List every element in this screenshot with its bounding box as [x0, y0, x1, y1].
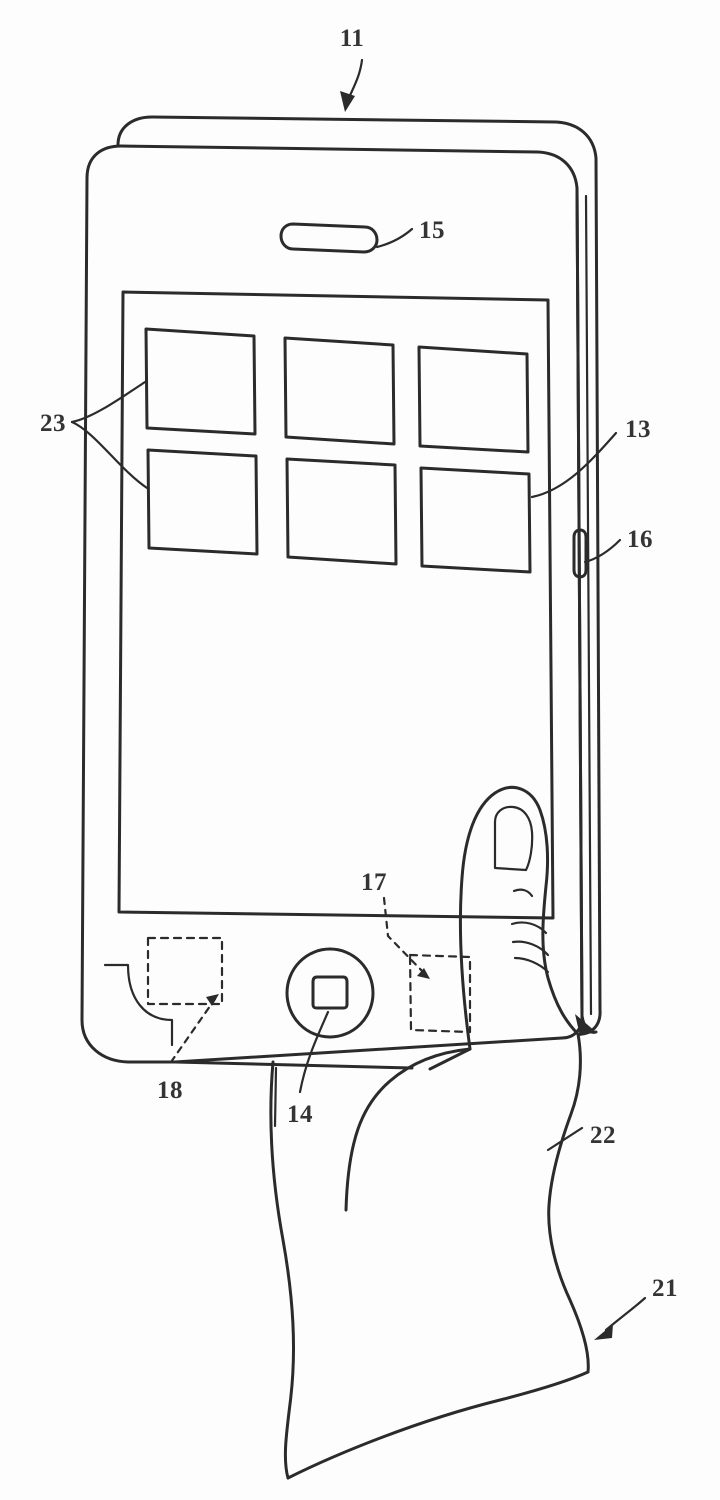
hand-group: [269, 785, 590, 1480]
ref-13-group: 13: [530, 416, 651, 499]
ref-17-label: 17: [361, 869, 387, 896]
thumb-nail: [493, 805, 534, 872]
device-front-outline: [85, 144, 584, 1064]
hidden-region-left-group: [146, 936, 224, 1064]
device-outer-edge: [116, 115, 602, 1036]
hidden-region-left-leader: [169, 997, 217, 1064]
ref-21-arrowhead: [594, 1324, 613, 1340]
icon-grid: [144, 327, 532, 574]
ref-11-label: 11: [340, 25, 365, 52]
ref-23-leader-upper: [70, 380, 147, 424]
ref-23-group: 23: [40, 380, 149, 490]
hand-left-contour: [269, 1060, 295, 1480]
icon-r1c3[interactable]: [417, 345, 530, 454]
hidden-region-right-leader: [382, 896, 427, 976]
side-button-icon[interactable]: [572, 528, 588, 579]
device-right-side-inner-line: [584, 194, 593, 1016]
ref-15-leader: [375, 227, 414, 249]
ref-14-leader: [298, 1010, 330, 1094]
hidden-region-left-rect: [146, 936, 224, 1006]
hidden-region-right-arrowhead: [417, 968, 430, 979]
side-button-group: [572, 528, 588, 579]
hand-wrist-nub: [273, 1066, 278, 1128]
device-left-edge: [80, 176, 89, 1022]
ref-22-label: 22: [590, 1122, 616, 1149]
ref-15-group: 15: [375, 217, 445, 249]
ref-18-group: 18: [157, 1077, 183, 1104]
home-button-square-icon: [311, 975, 349, 1010]
ref-16-label: 16: [627, 526, 653, 553]
device-body-group: [80, 115, 602, 1071]
ref-17-group: 17: [361, 869, 387, 896]
hand-bottom-contour: [286, 1370, 590, 1480]
ref-14-group: 14: [287, 1010, 330, 1128]
ref-22-group: 22: [546, 1122, 616, 1152]
hand-right-contour: [547, 1032, 590, 1374]
icon-r2c3[interactable]: [419, 466, 532, 574]
ref-14-label: 14: [287, 1101, 313, 1128]
device-bottom-edge-right: [428, 1047, 472, 1071]
ref-11-leader: [346, 58, 364, 102]
device-bottom-edge: [173, 1060, 414, 1070]
ref-23-label: 23: [40, 410, 66, 437]
ref-15-label: 15: [419, 217, 445, 244]
thumb-crease-1: [512, 888, 534, 898]
thumb-crease-2: [510, 921, 548, 935]
ref-13-label: 13: [625, 416, 651, 443]
speaker-icon: [279, 222, 379, 254]
device-right-side-fold: [575, 186, 584, 1018]
display-group: [117, 290, 555, 920]
ref-18-label: 18: [157, 1077, 183, 1104]
hidden-region-left-arrowhead: [206, 994, 219, 1006]
thumb-crease-3: [511, 940, 550, 957]
hidden-region-right-rect: [408, 953, 472, 1034]
home-button-group[interactable]: [285, 947, 375, 1039]
hand-upper-contour: [344, 1047, 472, 1212]
ref-13-leader: [530, 431, 618, 499]
device-bottom-right-tip-fill: [575, 1014, 596, 1036]
hidden-region-right-group: [382, 896, 472, 1034]
ref-11-arrowhead: [340, 91, 355, 112]
icon-r1c1[interactable]: [144, 327, 257, 436]
thumb-crease-4: [513, 956, 550, 974]
home-button-circle[interactable]: [285, 947, 375, 1039]
thumb-outline: [458, 785, 580, 1051]
icon-r2c2[interactable]: [285, 457, 398, 566]
ref-21-label: 21: [652, 1275, 678, 1302]
ref-22-leader: [546, 1126, 584, 1152]
ref-16-leader: [583, 538, 622, 564]
ref-16-group: 16: [583, 526, 653, 564]
icon-r2c1[interactable]: [146, 448, 259, 556]
speaker-slot-group: [279, 222, 379, 254]
display-bezel: [117, 290, 555, 920]
icon-r1c2[interactable]: [283, 336, 396, 446]
ref-21-group: 21: [594, 1275, 678, 1340]
ref-11-group: 11: [340, 25, 365, 112]
device-bottom-left-corner-inner: [103, 963, 174, 1047]
device-bottom-left-corner-outer: [80, 1018, 177, 1064]
ref-23-leader-lower: [70, 420, 149, 490]
